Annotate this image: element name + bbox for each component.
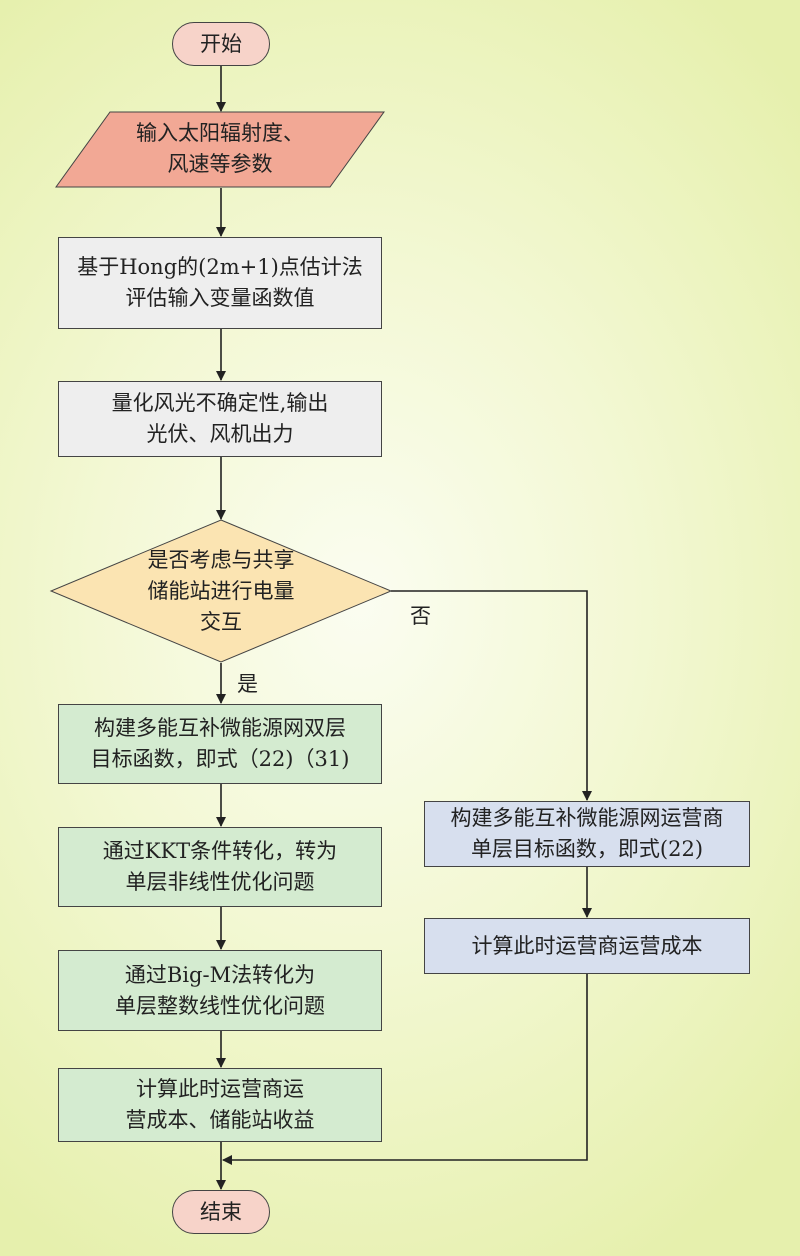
yes-label: 是 [237,672,258,696]
no-label: 否 [410,604,431,628]
input-text: 输入太阳辐射度、 风速等参数 [136,121,304,176]
input-parallelogram [55,111,385,188]
start-terminal: 开始 [172,22,270,66]
hong-process: 基于Hong的(2m+1)点估计法 评估输入变量函数值 [58,237,382,329]
cost-right-process: 计算此时运营商运营成本 [424,918,750,974]
decision-text: 是否考虑与共享 储能站进行电量 交互 [147,548,295,634]
decision-diamond [49,519,393,663]
arrow-costright-merge [222,974,588,1165]
quantify-process: 量化风光不确定性,输出 光伏、风机出力 [58,381,382,457]
single-process: 构建多能互补微能源网运营商 单层目标函数，即式(22) [424,801,750,867]
bigm-process: 通过Big-M法转化为 单层整数线性优化问题 [58,950,382,1031]
kkt-process: 通过KKT条件转化，转为 单层非线性优化问题 [58,827,382,907]
cost-left-process: 计算此时运营商运 营成本、储能站收益 [58,1068,382,1142]
bilevel-process: 构建多能互补微能源网双层 目标函数，即式（22)（31) [58,704,382,784]
end-terminal: 结束 [172,1190,270,1234]
arrow-decision-single [391,590,592,801]
